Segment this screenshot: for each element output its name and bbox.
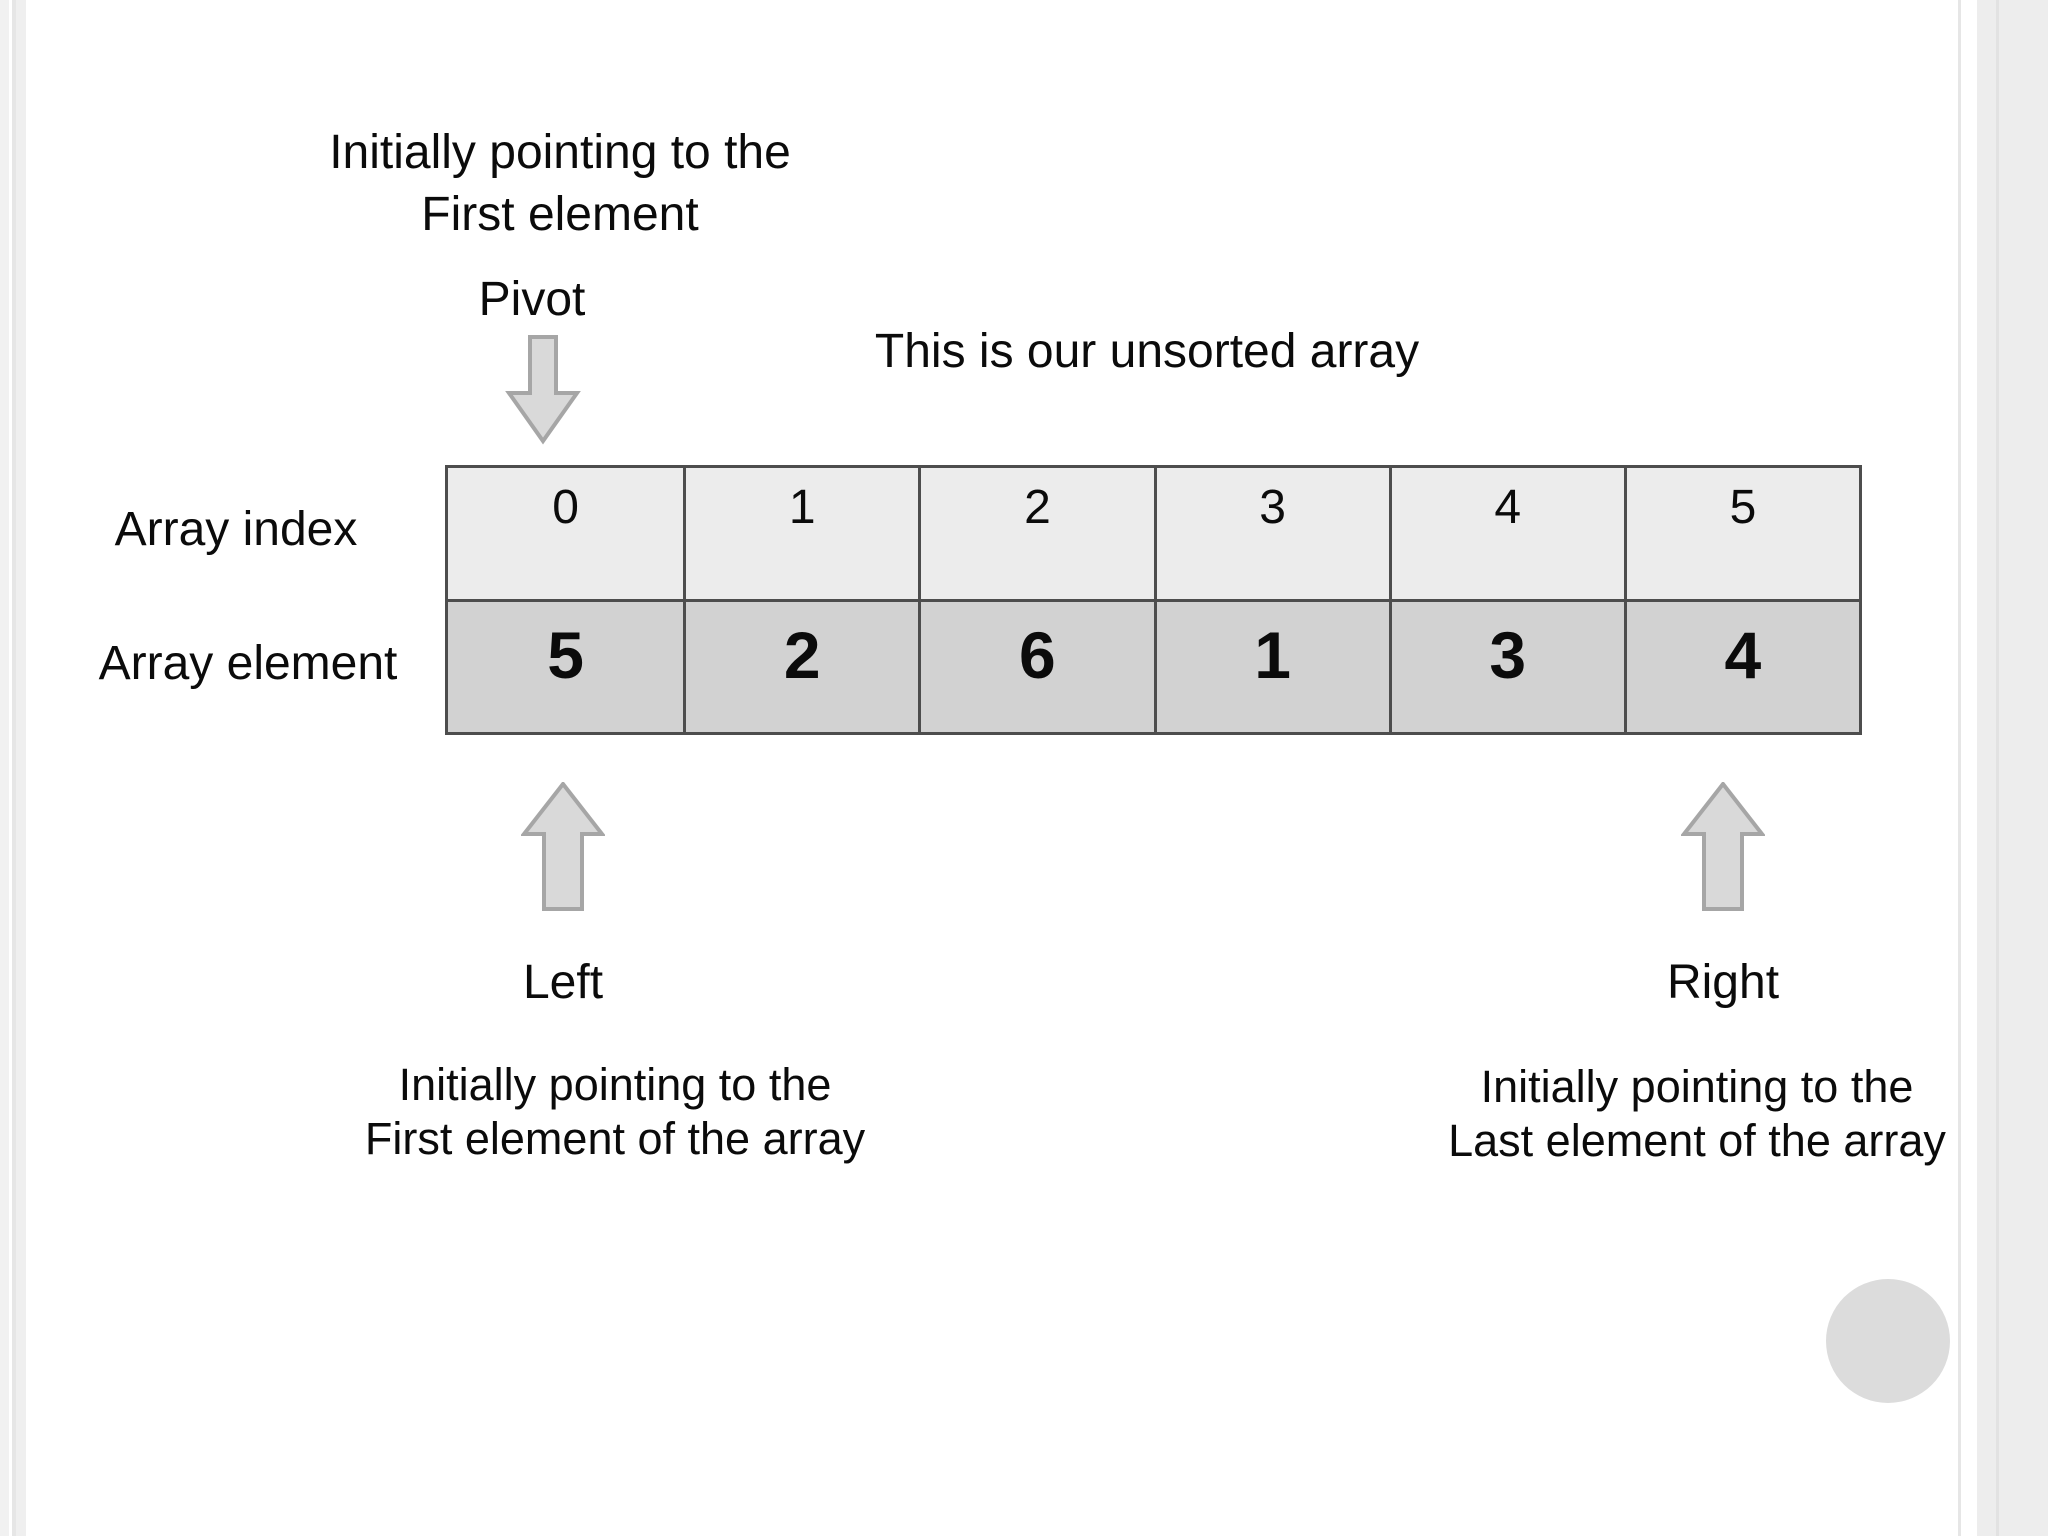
- right-edge-band: [1977, 0, 2048, 1536]
- left-pointer-label: Left: [522, 956, 604, 1009]
- right-edge-line: [1958, 0, 1961, 1536]
- array-element-cell: 6: [918, 599, 1154, 732]
- pivot-label: Pivot: [478, 273, 586, 326]
- array-element-cell: 1: [1153, 599, 1389, 732]
- array-element-cell: 4: [1623, 599, 1859, 732]
- array-index-cell: 4: [1388, 468, 1624, 599]
- decorative-circle: [1826, 1279, 1950, 1403]
- left-pointer-note-line2: First element of the array: [364, 1113, 866, 1164]
- pivot-note-line1: Initially pointing to the: [329, 126, 791, 179]
- left-edge-stripe: [0, 0, 9, 1536]
- row-label-array-element: Array element: [98, 637, 398, 690]
- array-element-cell: 3: [1388, 599, 1624, 732]
- left-edge-line: [12, 0, 16, 1536]
- array-index-cell: 3: [1153, 468, 1389, 599]
- array-index-cell: 0: [448, 468, 684, 599]
- array-caption: This is our unsorted array: [874, 325, 1420, 378]
- left-edge-band: [16, 0, 26, 1536]
- array-element-cell: 2: [683, 599, 919, 732]
- right-up-arrow-icon: [1681, 782, 1765, 911]
- right-edge-inner-line: [1996, 0, 1999, 1536]
- right-pointer-label: Right: [1666, 956, 1780, 1009]
- pivot-down-arrow-icon: [505, 335, 581, 445]
- pivot-note-line2: First element: [421, 188, 699, 241]
- left-up-arrow-icon: [521, 782, 605, 911]
- left-pointer-note-line1: Initially pointing to the: [398, 1059, 832, 1110]
- array-table: 0 1 2 3 4 5 5 2 6 1 3 4: [445, 465, 1862, 735]
- array-element-cell: 5: [448, 599, 684, 732]
- array-index-cell: 5: [1623, 468, 1859, 599]
- right-pointer-note-line1: Initially pointing to the: [1480, 1061, 1914, 1112]
- right-pointer-note-line2: Last element of the array: [1448, 1115, 1946, 1166]
- array-index-cell: 1: [683, 468, 919, 599]
- row-label-array-index: Array index: [114, 503, 358, 556]
- array-index-cell: 2: [918, 468, 1154, 599]
